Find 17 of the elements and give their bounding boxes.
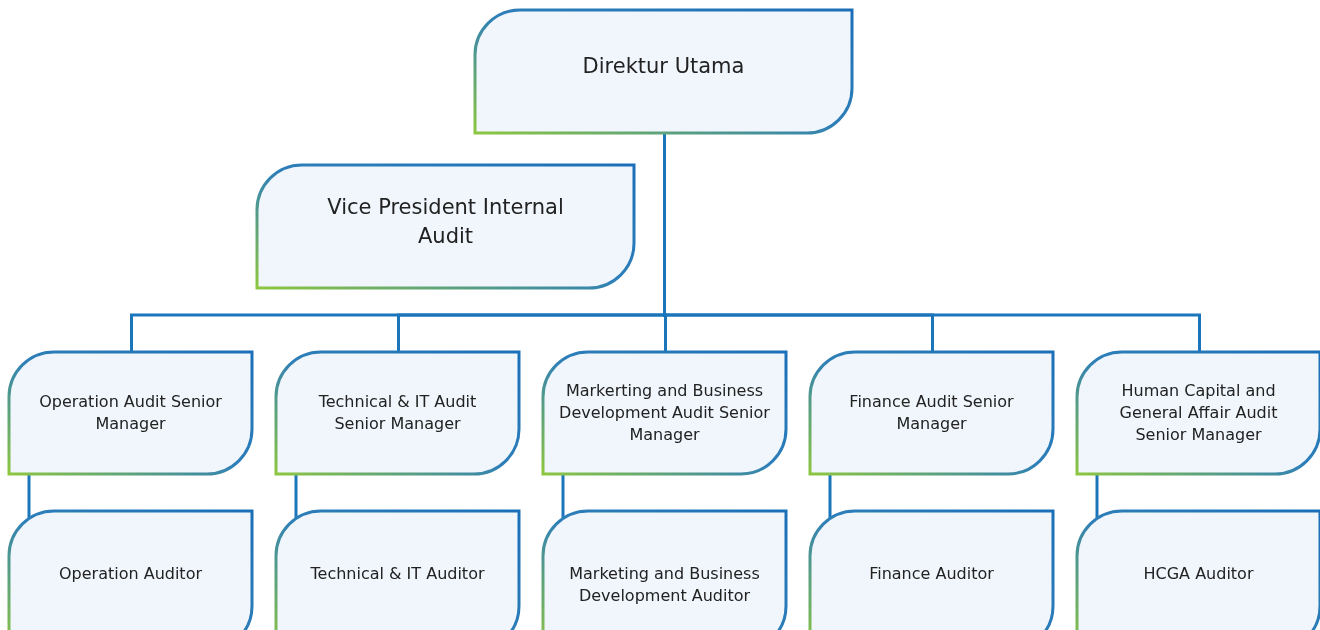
connector-line <box>828 474 832 519</box>
role-title: Operation Auditor <box>58 563 202 585</box>
role-title: Markerting and Business Development Audit Senior Manager <box>559 380 770 446</box>
connector-line <box>294 474 298 519</box>
role-title: HCGA Auditor <box>1143 563 1254 585</box>
role-title: Operation Audit Senior Manager <box>38 391 223 435</box>
connector-line <box>1095 474 1099 519</box>
connector-line <box>27 474 31 519</box>
role-title: Finance Audit Senior Manager <box>848 391 1015 435</box>
role-title: Finance Auditor <box>869 563 994 585</box>
role-title: Human Capital and General Affair Audit Senior Manager <box>1118 380 1279 446</box>
role-title: Technical & IT Auditor <box>310 563 485 585</box>
role-title: Vice President Internal Audit <box>326 193 565 250</box>
connector-line <box>561 474 565 519</box>
role-title: Technical & IT Audit Senior Manager <box>317 391 478 435</box>
role-title: Marketing and Business Development Auditor <box>568 563 761 607</box>
role-title: Direktur Utama <box>582 53 745 80</box>
